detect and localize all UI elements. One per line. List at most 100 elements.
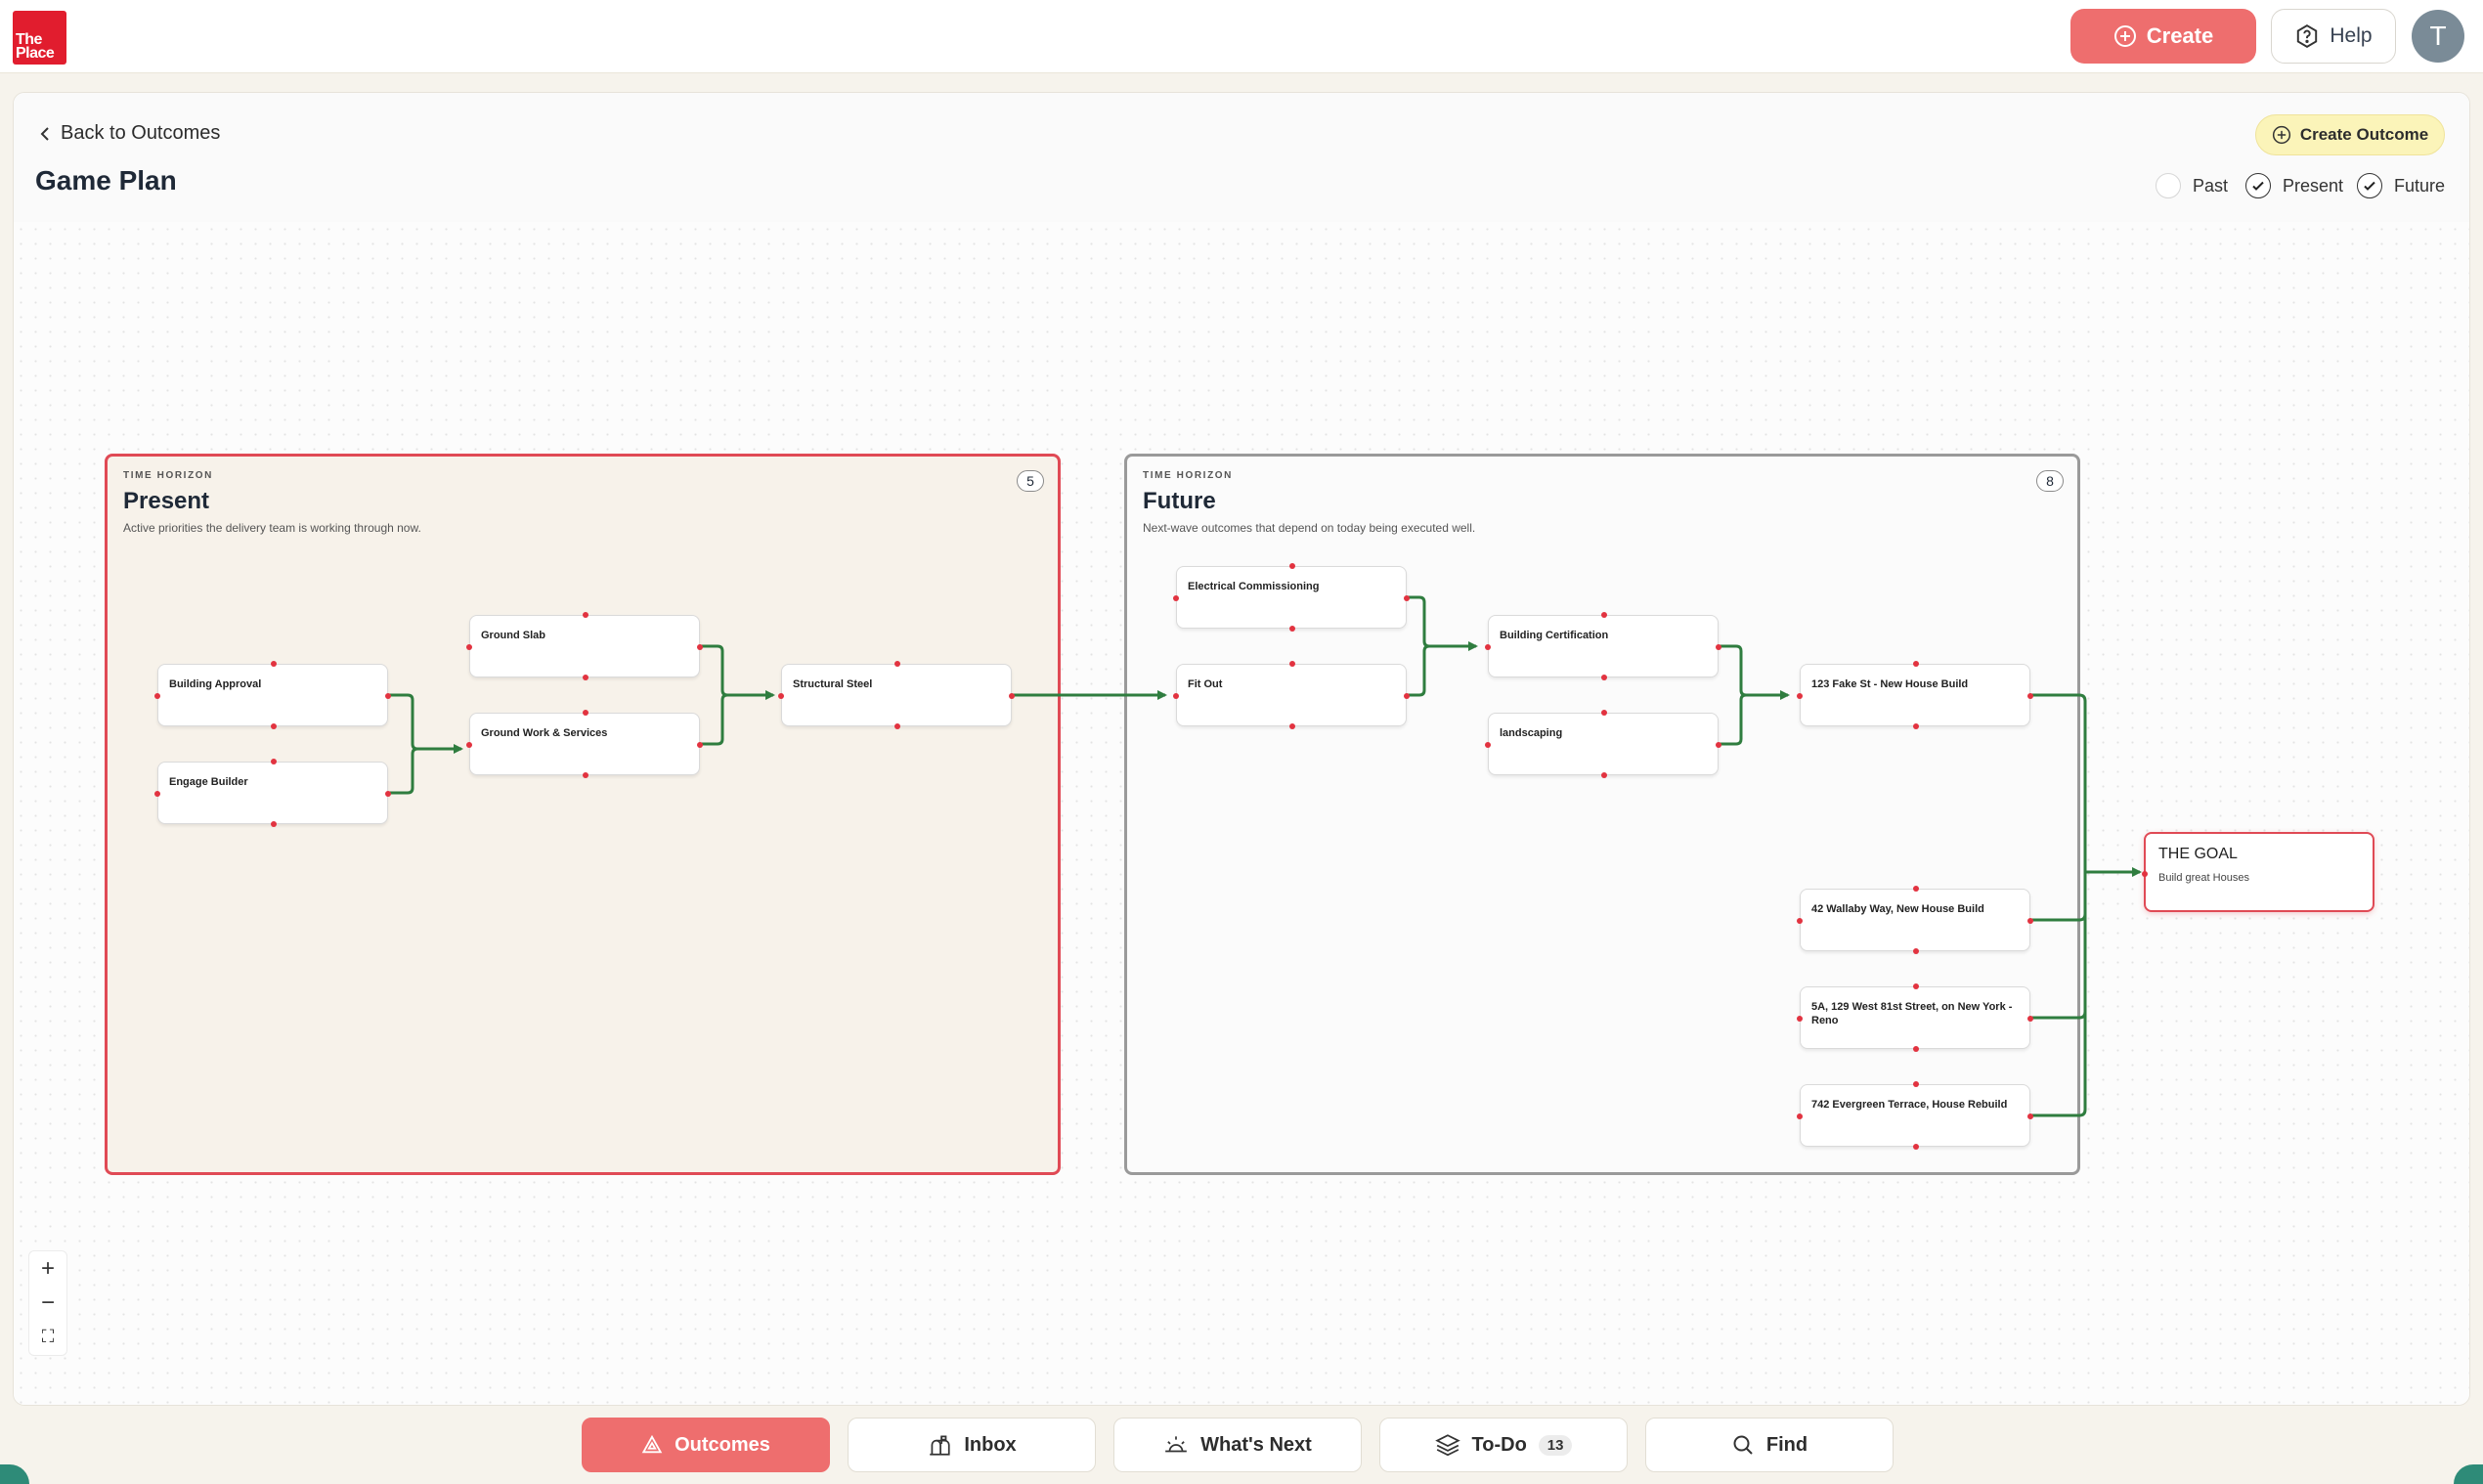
nav-todo[interactable]: To-Do 13 bbox=[1379, 1418, 1628, 1472]
node-handle[interactable] bbox=[466, 644, 472, 650]
node-building-approval[interactable]: Building Approval bbox=[154, 661, 391, 729]
node-ground-slab[interactable]: Ground Slab bbox=[466, 612, 703, 680]
node-handle[interactable] bbox=[894, 661, 900, 667]
node-handle[interactable] bbox=[1913, 886, 1919, 892]
node-landscaping[interactable]: landscaping bbox=[1485, 710, 1721, 778]
create-outcome-button[interactable]: Create Outcome bbox=[2255, 114, 2445, 155]
node-handle[interactable] bbox=[1797, 918, 1803, 924]
node-handle[interactable] bbox=[1913, 983, 1919, 989]
node-123-fake-st[interactable]: 123 Fake St - New House Build bbox=[1797, 661, 2033, 729]
flow-canvas[interactable]: TIME HORIZON Present Active priorities t… bbox=[14, 222, 2469, 1405]
create-outcome-label: Create Outcome bbox=[2299, 125, 2429, 144]
node-handle[interactable] bbox=[1913, 1081, 1919, 1087]
node-handle[interactable] bbox=[1485, 742, 1491, 748]
node-handle[interactable] bbox=[778, 693, 784, 699]
node-handle[interactable] bbox=[1289, 661, 1295, 667]
node-handle[interactable] bbox=[1913, 661, 1919, 667]
node-42-wallaby-way[interactable]: 42 Wallaby Way, New House Build bbox=[1797, 886, 2033, 954]
node-handle[interactable] bbox=[1797, 1016, 1803, 1022]
node-handle[interactable] bbox=[697, 742, 703, 748]
help-button[interactable]: Help bbox=[2271, 9, 2396, 64]
node-structural-steel[interactable]: Structural Steel bbox=[778, 661, 1015, 729]
node-handle[interactable] bbox=[1913, 948, 1919, 954]
node-handle[interactable] bbox=[1913, 1046, 1919, 1052]
node-handle[interactable] bbox=[583, 612, 588, 618]
node-handle[interactable] bbox=[271, 821, 277, 827]
node-electrical-commissioning[interactable]: Electrical Commissioning bbox=[1173, 563, 1410, 632]
nav-inbox[interactable]: Inbox bbox=[848, 1418, 1096, 1472]
node-handle[interactable] bbox=[583, 772, 588, 778]
nav-todo-label: To-Do bbox=[1471, 1433, 1527, 1456]
node-handle[interactable] bbox=[1289, 563, 1295, 569]
node-handle[interactable] bbox=[271, 759, 277, 764]
node-handle[interactable] bbox=[1716, 742, 1721, 748]
create-button[interactable]: Create bbox=[2070, 9, 2256, 64]
node-handle[interactable] bbox=[2027, 918, 2033, 924]
node-handle[interactable] bbox=[271, 661, 277, 667]
node-handle[interactable] bbox=[466, 742, 472, 748]
filter-past[interactable]: Past bbox=[2156, 173, 2228, 198]
node-handle[interactable] bbox=[2027, 693, 2033, 699]
node-handle[interactable] bbox=[2027, 1016, 2033, 1022]
node-handle[interactable] bbox=[583, 710, 588, 716]
nav-find[interactable]: Find bbox=[1645, 1418, 1894, 1472]
node-handle[interactable] bbox=[1601, 612, 1607, 618]
node-handle[interactable] bbox=[1601, 675, 1607, 680]
node-building-certification[interactable]: Building Certification bbox=[1485, 612, 1721, 680]
node-handle[interactable] bbox=[1404, 595, 1410, 601]
node-ground-work-services[interactable]: Ground Work & Services bbox=[466, 710, 703, 778]
future-checkbox[interactable] bbox=[2357, 173, 2382, 198]
node-handle[interactable] bbox=[1404, 693, 1410, 699]
back-to-outcomes-link[interactable]: Back to Outcomes bbox=[39, 122, 220, 145]
past-checkbox[interactable] bbox=[2156, 173, 2181, 198]
node-label: 5A, 129 West 81st Street, on New York - … bbox=[1811, 1001, 2013, 1026]
create-button-label: Create bbox=[2146, 23, 2214, 48]
future-horizon-group[interactable]: TIME HORIZON Future Next-wave outcomes t… bbox=[1124, 454, 2080, 1175]
node-handle[interactable] bbox=[894, 723, 900, 729]
node-handle[interactable] bbox=[1913, 1144, 1919, 1150]
node-handle[interactable] bbox=[2027, 1113, 2033, 1119]
node-handle[interactable] bbox=[385, 791, 391, 797]
goal-node[interactable]: THE GOAL Build great Houses bbox=[2142, 832, 2374, 912]
node-handle[interactable] bbox=[1289, 626, 1295, 632]
zoom-in-button[interactable]: + bbox=[40, 1255, 55, 1282]
node-handle[interactable] bbox=[2142, 871, 2148, 877]
node-handle[interactable] bbox=[1009, 693, 1015, 699]
node-handle[interactable] bbox=[1289, 723, 1295, 729]
node-label: Building Certification bbox=[1500, 630, 1609, 641]
plus-circle-icon bbox=[2113, 25, 2136, 47]
node-handle[interactable] bbox=[271, 723, 277, 729]
nav-whats-next-label: What's Next bbox=[1200, 1433, 1312, 1456]
node-west-81st-street[interactable]: 5A, 129 West 81st Street, on New York - … bbox=[1797, 983, 2033, 1052]
nav-outcomes[interactable]: Outcomes bbox=[582, 1418, 830, 1472]
node-handle[interactable] bbox=[1797, 693, 1803, 699]
node-handle[interactable] bbox=[1601, 772, 1607, 778]
user-avatar[interactable]: T bbox=[2412, 10, 2464, 63]
node-handle[interactable] bbox=[583, 675, 588, 680]
node-handle[interactable] bbox=[697, 644, 703, 650]
nav-whats-next[interactable]: What's Next bbox=[1113, 1418, 1362, 1472]
node-handle[interactable] bbox=[1485, 644, 1491, 650]
top-bar: The Place Create Help T bbox=[0, 0, 2483, 73]
present-checkbox[interactable] bbox=[2245, 173, 2271, 198]
node-handle[interactable] bbox=[1797, 1113, 1803, 1119]
node-handle[interactable] bbox=[1913, 723, 1919, 729]
back-link-label: Back to Outcomes bbox=[61, 122, 221, 144]
node-label: 42 Wallaby Way, New House Build bbox=[1811, 903, 1984, 915]
node-fit-out[interactable]: Fit Out bbox=[1173, 661, 1410, 729]
app-logo[interactable]: The Place bbox=[13, 11, 66, 65]
node-handle[interactable] bbox=[1173, 693, 1179, 699]
node-handle[interactable] bbox=[1716, 644, 1721, 650]
node-handle[interactable] bbox=[1173, 595, 1179, 601]
node-handle[interactable] bbox=[1601, 710, 1607, 716]
filter-present[interactable]: Present bbox=[2245, 173, 2343, 198]
zoom-out-button[interactable]: − bbox=[40, 1289, 55, 1316]
node-742-evergreen-terrace[interactable]: 742 Evergreen Terrace, House Rebuild bbox=[1797, 1081, 2033, 1150]
filter-future[interactable]: Future bbox=[2357, 173, 2445, 198]
horizon-description: Next-wave outcomes that depend on today … bbox=[1143, 521, 1476, 535]
node-handle[interactable] bbox=[154, 693, 160, 699]
node-handle[interactable] bbox=[385, 693, 391, 699]
fit-view-button[interactable]: ⛶ bbox=[41, 1326, 55, 1346]
node-handle[interactable] bbox=[154, 791, 160, 797]
node-engage-builder[interactable]: Engage Builder bbox=[154, 759, 391, 827]
